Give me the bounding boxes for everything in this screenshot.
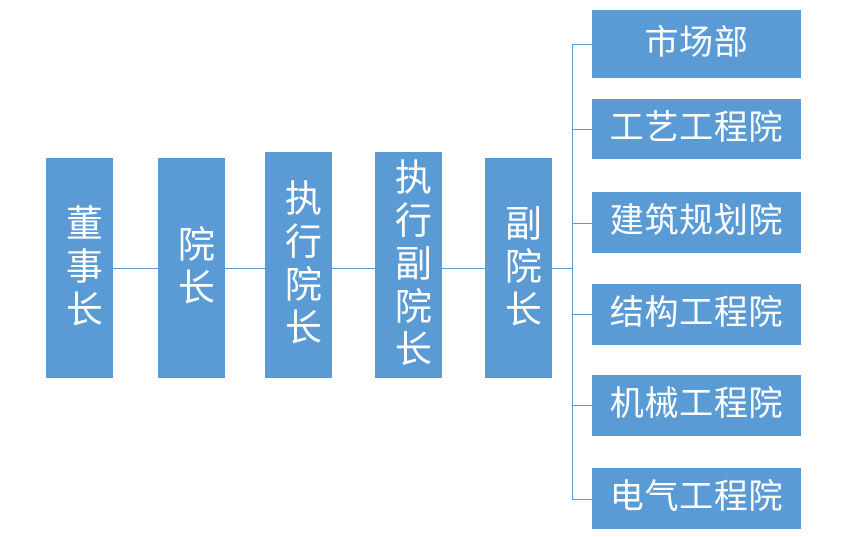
node-electrical-engineering[interactable]: 电气工程院	[592, 468, 801, 529]
department-trunk-line	[572, 44, 573, 499]
connector-executive-president-to-executive-vice-president	[332, 268, 375, 269]
node-executive-vice-president[interactable]: 执行副院长	[375, 152, 442, 378]
branch-line-mechanical-engineering	[572, 405, 592, 406]
branch-line-process-engineering	[572, 129, 592, 130]
node-chairman[interactable]: 董事长	[46, 158, 113, 378]
node-mechanical-engineering[interactable]: 机械工程院	[592, 375, 801, 436]
branch-line-structural-engineering	[572, 314, 592, 315]
node-vice-president-label: 副院长	[498, 203, 540, 333]
connector-executive-vice-president-to-vice-president	[442, 268, 485, 269]
branch-line-architectural-planning	[572, 223, 592, 224]
node-chairman-label: 董事长	[59, 203, 101, 333]
node-marketing-label: 市场部	[644, 24, 749, 62]
node-executive-vice-president-label: 执行副院长	[388, 157, 430, 373]
node-mechanical-engineering-label: 机械工程院	[609, 386, 784, 424]
node-vice-president[interactable]: 副院长	[485, 158, 552, 378]
node-president[interactable]: 院长	[158, 158, 225, 378]
connector-chairman-to-president	[113, 268, 158, 269]
node-marketing[interactable]: 市场部	[592, 10, 801, 78]
node-electrical-engineering-label: 电气工程院	[609, 479, 784, 517]
node-process-engineering-label: 工艺工程院	[609, 109, 784, 147]
branch-line-marketing	[572, 44, 592, 45]
branch-line-electrical-engineering	[572, 499, 592, 500]
node-process-engineering[interactable]: 工艺工程院	[592, 99, 801, 159]
node-executive-president-label: 执行院长	[278, 179, 320, 351]
connector-president-to-executive-president	[225, 268, 265, 269]
node-structural-engineering[interactable]: 结构工程院	[592, 284, 801, 345]
node-executive-president[interactable]: 执行院长	[265, 152, 332, 378]
connector-vice-president-to-trunk	[552, 268, 573, 269]
node-architectural-planning-label: 建筑规划院	[609, 203, 784, 241]
node-structural-engineering-label: 结构工程院	[609, 295, 784, 333]
node-president-label: 院长	[171, 225, 213, 311]
node-architectural-planning[interactable]: 建筑规划院	[592, 192, 801, 253]
